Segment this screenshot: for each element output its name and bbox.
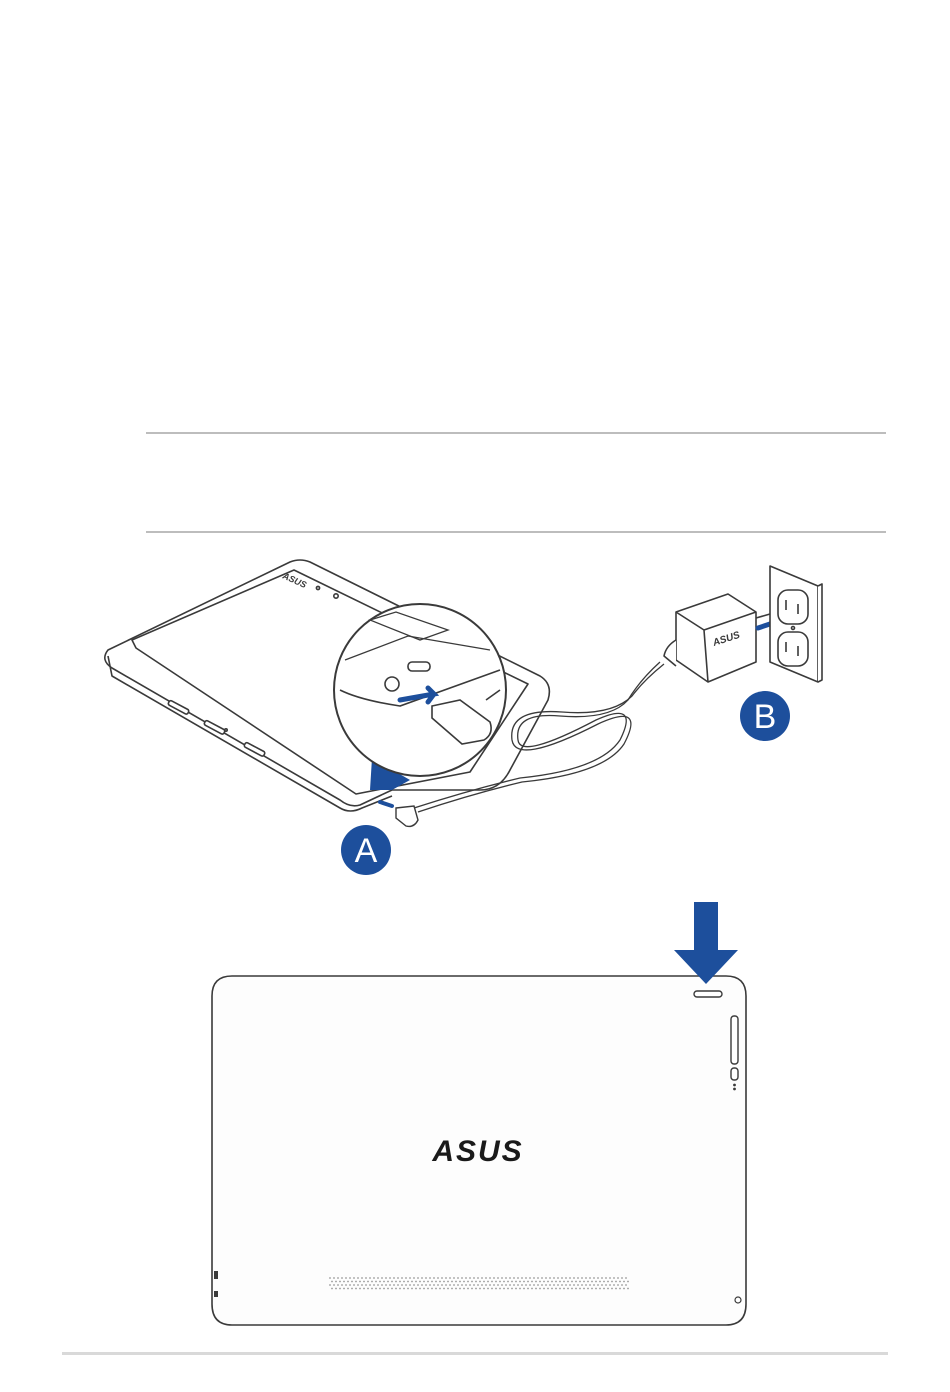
power-outlet-icon xyxy=(770,566,822,682)
back-logo: ASUS xyxy=(431,1135,523,1168)
volume-button xyxy=(731,1016,738,1064)
footer-rule xyxy=(62,1352,888,1355)
zoom-detail-icon xyxy=(334,604,506,776)
callout-a-label: A xyxy=(355,832,378,870)
callout-b-label: B xyxy=(754,698,777,736)
down-arrow-icon xyxy=(674,902,738,984)
plug-icon xyxy=(380,802,418,826)
power-button xyxy=(694,991,722,997)
